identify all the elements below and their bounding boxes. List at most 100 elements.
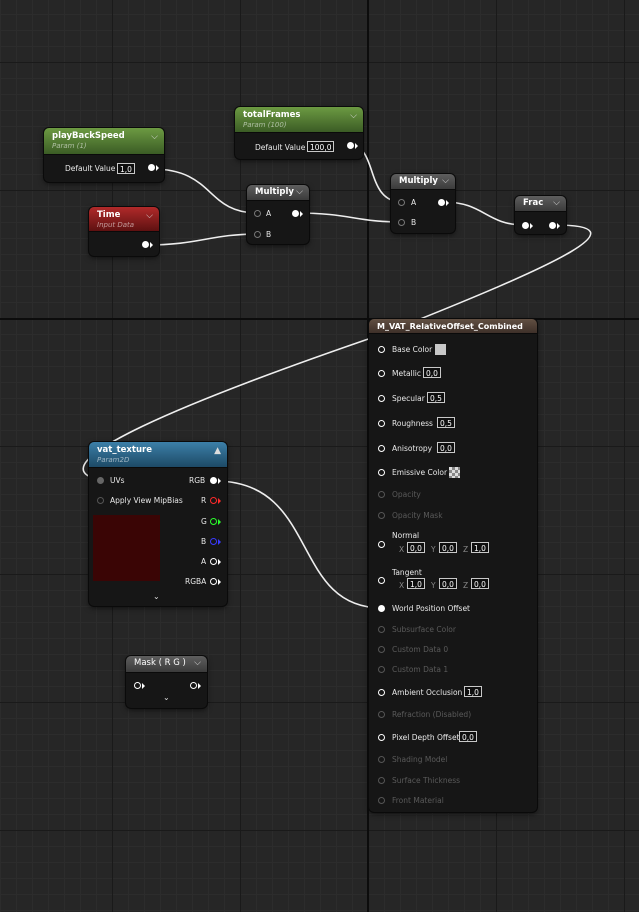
pixel-depth-offset-value-field[interactable]: 0,0 xyxy=(459,731,477,742)
chevron-down-icon[interactable]: ⌵ xyxy=(151,132,158,142)
chevron-down-icon[interactable]: ⌵ xyxy=(194,658,201,668)
vat-texture-node[interactable]: vat_texture Param2D ▲ UVs Apply View Mip… xyxy=(89,442,227,606)
frac-node[interactable]: Frac ⌵ xyxy=(515,196,566,234)
anisotropy-value-field[interactable]: 0,0 xyxy=(437,442,455,453)
frac-header[interactable]: Frac ⌵ xyxy=(515,196,566,212)
material-result-header[interactable]: M_VAT_RelativeOffset_Combined xyxy=(369,319,537,334)
chevron-down-icon[interactable]: ⌵ xyxy=(350,111,357,121)
rgba-output-pin[interactable] xyxy=(210,578,217,585)
normal-x-label: X xyxy=(399,545,405,554)
output-pin[interactable] xyxy=(438,199,445,206)
output-arrow-icon xyxy=(446,200,449,206)
tangent-z-field[interactable]: 0,0 xyxy=(471,578,489,589)
totalframes-header[interactable]: totalFrames Param (100) ⌵ xyxy=(235,107,363,133)
multiply-header[interactable]: Multiply ⌵ xyxy=(391,174,455,190)
normal-x-field[interactable]: 0,0 xyxy=(407,542,425,553)
emissive-color-pin[interactable] xyxy=(378,469,385,476)
input-pin[interactable] xyxy=(522,222,529,229)
expand-chevron-down-icon[interactable]: ⌄ xyxy=(163,693,170,702)
pixel-depth-offset-pin[interactable] xyxy=(378,734,385,741)
surface-thickness-label: Surface Thickness xyxy=(392,776,461,785)
mask-header[interactable]: Mask ( R G ) ⌵ xyxy=(126,656,207,673)
roughness-value-field[interactable]: 0,5 xyxy=(437,417,455,428)
normal-pin[interactable] xyxy=(378,541,385,548)
base-color-swatch[interactable] xyxy=(435,344,446,355)
output-pin[interactable] xyxy=(549,222,556,229)
base-color-pin[interactable] xyxy=(378,346,385,353)
chevron-down-icon[interactable]: ⌵ xyxy=(296,187,303,197)
playbackspeed-header[interactable]: playBackSpeed Param (1) ⌵ xyxy=(44,128,164,155)
totalframes-node[interactable]: totalFrames Param (100) ⌵ Default Value … xyxy=(235,107,363,159)
tangent-pin[interactable] xyxy=(378,577,385,584)
custom-data-1-pin xyxy=(378,666,385,673)
shading-model-pin xyxy=(378,756,385,763)
output-pin[interactable] xyxy=(142,241,149,248)
mask-rg-node[interactable]: Mask ( R G ) ⌵ ⌄ xyxy=(126,656,207,708)
input-pin[interactable] xyxy=(134,682,141,689)
node-title: playBackSpeed xyxy=(52,131,125,141)
chevron-up-icon[interactable]: ▲ xyxy=(214,446,221,456)
node-title: vat_texture xyxy=(97,445,152,455)
specular-pin[interactable] xyxy=(378,395,385,402)
a-output-pin[interactable] xyxy=(210,558,217,565)
chevron-down-icon[interactable]: ⌵ xyxy=(146,211,153,221)
chevron-down-icon[interactable]: ⌵ xyxy=(442,176,449,186)
normal-y-field[interactable]: 0,0 xyxy=(439,542,457,553)
multiply-node-2[interactable]: Multiply ⌵ A B xyxy=(391,174,455,233)
wire-time-to-multiply1-b xyxy=(145,233,259,246)
metallic-value-field[interactable]: 0,0 xyxy=(423,367,441,378)
output-arrow-icon xyxy=(218,498,221,504)
ambient-occlusion-pin[interactable] xyxy=(378,689,385,696)
wire-multiply2-to-frac xyxy=(442,201,526,226)
emissive-color-label: Emissive Color xyxy=(392,468,448,477)
tangent-y-field[interactable]: 0,0 xyxy=(439,578,457,589)
anisotropy-pin[interactable] xyxy=(378,445,385,452)
tangent-x-field[interactable]: 1,0 xyxy=(407,578,425,589)
input-pin-b[interactable] xyxy=(398,219,405,226)
multiply-node-1[interactable]: Multiply ⌵ A B xyxy=(247,185,309,244)
input-pin-b[interactable] xyxy=(254,231,261,238)
rgb-output-pin[interactable] xyxy=(210,477,217,484)
wire-multiply1-to-multiply2-b xyxy=(295,212,403,223)
multiply-header[interactable]: Multiply ⌵ xyxy=(247,185,309,201)
time-header[interactable]: Time Input Data ⌵ xyxy=(89,207,159,232)
ambient-occlusion-value-field[interactable]: 1,0 xyxy=(464,686,482,697)
g-label: G xyxy=(201,517,207,526)
default-value-field[interactable]: 1,0 xyxy=(117,163,135,174)
node-title: M_VAT_RelativeOffset_Combined xyxy=(377,322,523,331)
output-pin[interactable] xyxy=(190,682,197,689)
custom-data-0-pin xyxy=(378,646,385,653)
vat-texture-header[interactable]: vat_texture Param2D ▲ xyxy=(89,442,227,468)
b-output-pin[interactable] xyxy=(210,538,217,545)
roughness-pin[interactable] xyxy=(378,420,385,427)
world-position-offset-pin[interactable] xyxy=(378,605,385,612)
mip-bias-pin[interactable] xyxy=(97,497,104,504)
subsurface-color-pin xyxy=(378,626,385,633)
normal-z-field[interactable]: 1,0 xyxy=(471,542,489,553)
playbackspeed-node[interactable]: playBackSpeed Param (1) ⌵ Default Value … xyxy=(44,128,164,182)
uvs-pin[interactable] xyxy=(97,477,104,484)
input-pin-a[interactable] xyxy=(398,199,405,206)
material-result-node[interactable]: M_VAT_RelativeOffset_Combined Base Color… xyxy=(369,319,537,812)
r-output-pin[interactable] xyxy=(210,497,217,504)
input-pin-a[interactable] xyxy=(254,210,261,217)
metallic-pin[interactable] xyxy=(378,370,385,377)
output-pin[interactable] xyxy=(148,164,155,171)
chevron-down-icon[interactable]: ⌵ xyxy=(553,198,560,208)
g-output-pin[interactable] xyxy=(210,518,217,525)
node-subtitle: Input Data xyxy=(97,221,135,229)
ambient-occlusion-label: Ambient Occlusion xyxy=(392,688,463,697)
time-node[interactable]: Time Input Data ⌵ xyxy=(89,207,159,256)
expand-chevron-down-icon[interactable]: ⌄ xyxy=(153,592,160,601)
wire-vat-rgb-to-wpo xyxy=(214,480,383,609)
node-title: Multiply xyxy=(399,176,438,186)
surface-thickness-pin xyxy=(378,777,385,784)
output-pin[interactable] xyxy=(292,210,299,217)
output-pin[interactable] xyxy=(347,142,354,149)
refraction-label: Refraction (Disabled) xyxy=(392,710,472,719)
roughness-label: Roughness xyxy=(392,419,433,428)
emissive-color-swatch[interactable] xyxy=(449,467,460,478)
pixel-depth-offset-label: Pixel Depth Offset xyxy=(392,733,460,742)
default-value-field[interactable]: 100,0 xyxy=(307,141,335,152)
specular-value-field[interactable]: 0,5 xyxy=(427,392,445,403)
